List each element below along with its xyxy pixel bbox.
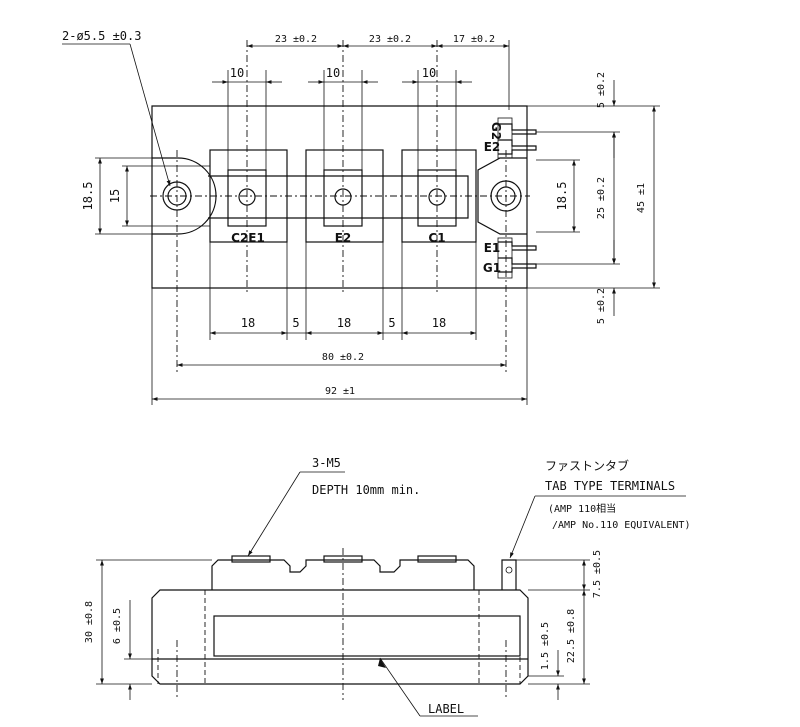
dim-text-10c: 10 [422,66,436,80]
tab-e1-g1-housing [497,237,513,279]
terminal-nut-left [231,555,271,563]
hole-spec-leader [129,43,171,187]
top-view: C2E1 E2 C1 G2 E2 E1 G1 2-ø5.5 ±0.3 23 ±0… [62,29,660,405]
tab-terminal-shape [501,559,517,590]
label-callout: LABEL [428,702,464,716]
dim-text-23b: 23 ±0.2 [369,34,411,45]
dim-text-10b: 10 [326,66,340,80]
dim-text-5b: 5 [388,316,395,330]
dim-text-25: 25 ±0.2 [596,177,607,219]
dim-text-18a: 18 [241,316,255,330]
tab-note-leader [509,495,536,559]
terminal-label-e2: E2 [335,231,352,245]
terminal-label-c1: C1 [428,231,445,245]
dim-text-23a: 23 ±0.2 [275,34,317,45]
tab-note-english: TAB TYPE TERMINALS [545,479,675,493]
dim-text-45: 45 ±1 [636,183,647,213]
tab-g2-e2-housing [497,117,513,159]
dim-text-18-5-right: 18.5 [555,182,569,211]
screw-spec-leader [247,471,301,557]
dim-text-30: 30 ±0.8 [84,601,95,643]
label-leader [379,657,421,717]
case-body-outline [151,589,529,685]
dim-text-18-5-left: 18.5 [81,182,95,211]
dim-text-5-top: 5 ±0.2 [596,72,607,108]
dim-text-22-5: 22.5 ±0.8 [566,609,577,663]
depth-note: DEPTH 10mm min. [312,483,420,497]
hole-spec-label: 2-ø5.5 ±0.3 [62,29,141,43]
tab-note-japanese: ファストンタブ [545,458,629,473]
dim-text-7-5: 7.5 ±0.5 [592,550,603,598]
terminal-nut-right [417,555,457,563]
dim-text-92: 92 ±1 [325,386,355,397]
tab-terminal-hole [505,566,513,574]
terminal-nut-center [323,555,363,563]
label-leader-arrow [378,658,386,668]
dim-text-10a: 10 [230,66,244,80]
tab-label-e1: E1 [484,241,501,255]
bus-bar [208,175,469,219]
dim-text-17: 17 ±0.2 [453,34,495,45]
dim-text-1-5: 1.5 ±0.5 [540,622,551,670]
amp-note-japanese: (AMP 110相当 [548,502,616,515]
screw-spec-label: 3-M5 [312,456,341,470]
terminal-label-c2e1: C2E1 [231,231,265,245]
dim-text-80: 80 ±0.2 [322,352,364,363]
tab-label-g1: G1 [483,261,501,275]
dim-text-5a: 5 [292,316,299,330]
case-top-outline [211,559,475,590]
dim-text-18c: 18 [432,316,446,330]
dim-text-15: 15 [108,189,122,203]
tab-label-g2: G2 [489,122,503,140]
amp-note-english: /AMP No.110 EQUIVALENT) [552,520,690,531]
side-view: 3-M5 DEPTH 10mm min. ファストンタブ TAB TYPE TE… [84,456,690,717]
tab-e1-g1-shape [498,241,537,273]
label-area [213,615,521,657]
dim-text-18b: 18 [337,316,351,330]
base-plate-outline [151,105,528,289]
dim-text-6: 6 ±0.5 [112,608,123,644]
dim-text-5-bottom: 5 ±0.2 [596,288,607,324]
tab-label-e2: E2 [484,140,501,154]
